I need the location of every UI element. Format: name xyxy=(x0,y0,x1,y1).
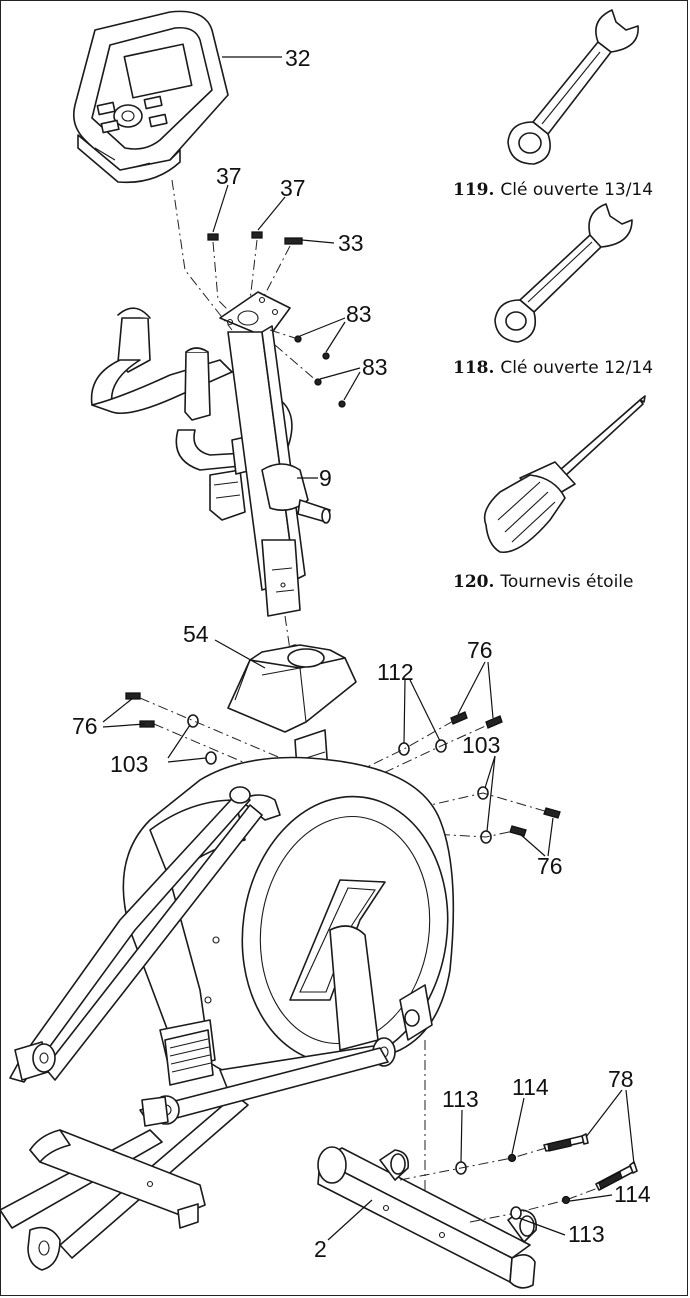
callout-9: 9 xyxy=(319,465,332,491)
tool-label-120: 120.Tournevis étoile xyxy=(453,572,633,592)
leader-83a-1 xyxy=(299,317,346,337)
callout-114-top: 114 xyxy=(512,1074,549,1100)
leader-37a xyxy=(212,184,229,233)
washer-114-bottom xyxy=(561,1195,571,1205)
phillips-screwdriver-icon-120 xyxy=(483,395,646,553)
leader-83b-1 xyxy=(319,367,361,380)
callout-33: 33 xyxy=(338,230,364,256)
leader-37b xyxy=(257,196,286,231)
leader-76-lr-1 xyxy=(547,817,554,857)
leader-83b-2 xyxy=(343,371,361,401)
leader-33 xyxy=(301,239,335,244)
leader-103-right-2 xyxy=(486,755,496,832)
leader-114-top xyxy=(511,1097,525,1155)
leader-76-lr-2 xyxy=(519,833,546,857)
tool-label-118: 118.Clé ouverte 12/14 xyxy=(453,358,653,378)
bolts-76-left xyxy=(125,692,155,728)
leader-2 xyxy=(327,1199,373,1241)
leader-76-ur-1 xyxy=(457,661,486,715)
leader-113-bottom xyxy=(518,1217,566,1236)
bolt-37b xyxy=(251,231,263,239)
leader-112-1 xyxy=(403,679,406,744)
leader-54 xyxy=(214,639,266,669)
tool-number-120: 120. xyxy=(453,572,495,592)
callout-83-bottom: 83 xyxy=(362,354,388,380)
leader-103-left-1 xyxy=(167,724,191,759)
mast-shroud-part-54 xyxy=(227,644,357,733)
leader-76-left-1 xyxy=(102,697,134,723)
callout-103-left: 103 xyxy=(110,751,148,777)
bolts-78 xyxy=(543,1133,638,1191)
leader-114-bottom xyxy=(569,1194,613,1202)
leader-103-right-1 xyxy=(484,755,496,789)
leader-78-1 xyxy=(585,1089,623,1138)
tool-name-119: Clé ouverte 13/14 xyxy=(500,180,654,200)
leader-112-2 xyxy=(409,679,441,742)
tool-name-118: Clé ouverte 12/14 xyxy=(500,358,654,378)
leader-103-left-2 xyxy=(167,757,207,763)
washers-103-left xyxy=(187,714,217,765)
washer-113-bottom xyxy=(510,1206,522,1220)
callout-37-left: 37 xyxy=(216,163,242,189)
leader-76-left-2 xyxy=(102,723,146,728)
callout-114-bottom: 114 xyxy=(614,1181,651,1207)
leader-78-2 xyxy=(625,1089,635,1165)
callout-76-lower-right: 76 xyxy=(537,853,563,879)
tool-number-118: 118. xyxy=(453,358,495,378)
leader-113-top xyxy=(460,1109,463,1163)
pedal-arms xyxy=(0,786,433,1259)
tool-name-120: Tournevis étoile xyxy=(500,572,634,592)
callout-37-right: 37 xyxy=(280,175,306,201)
bolt-33 xyxy=(284,237,303,245)
bolt-37a xyxy=(207,233,219,241)
callout-113-top: 113 xyxy=(442,1086,479,1112)
open-end-wrench-icon-118 xyxy=(494,203,633,343)
console-part-32 xyxy=(72,10,229,184)
callout-54: 54 xyxy=(183,621,209,647)
callout-76-left: 76 xyxy=(72,713,98,739)
bolts-76-upper-right xyxy=(450,711,503,729)
callout-103-right: 103 xyxy=(462,732,500,758)
callout-2: 2 xyxy=(314,1236,327,1262)
upper-mast-part-9 xyxy=(219,291,331,617)
callout-112: 112 xyxy=(377,659,414,685)
callout-32: 32 xyxy=(285,45,311,71)
open-end-wrench-icon-119 xyxy=(507,9,639,165)
front-stabilizer-part-2 xyxy=(317,1146,538,1289)
bolts-83 xyxy=(294,335,346,408)
vent-grille xyxy=(164,1029,214,1086)
callout-113-bottom: 113 xyxy=(568,1221,605,1247)
callout-83-top: 83 xyxy=(346,301,372,327)
leader-83a-2 xyxy=(325,321,346,353)
bolts-76-lower-right xyxy=(509,807,561,837)
leader-76-ur-2 xyxy=(487,661,494,719)
rear-stabilizer xyxy=(27,1129,206,1271)
callout-78: 78 xyxy=(608,1066,634,1092)
callout-76-upper-right: 76 xyxy=(467,637,493,663)
tool-number-119: 119. xyxy=(453,180,495,200)
tool-label-119: 119.Clé ouverte 13/14 xyxy=(453,180,653,200)
